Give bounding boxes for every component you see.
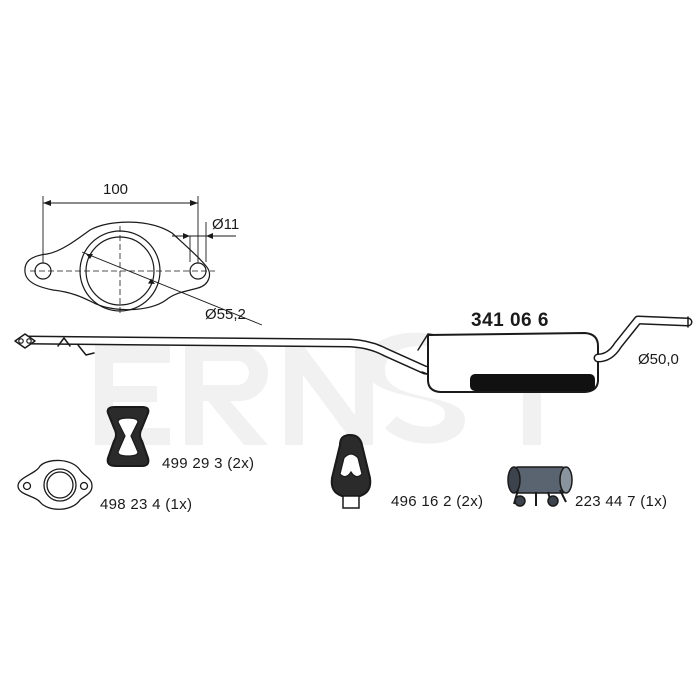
flange-hole-diameter: Ø11: [212, 216, 240, 233]
exhaust-system: [14, 315, 693, 393]
rubber-hanger-1: [106, 406, 150, 467]
muffler-shadow: [470, 374, 595, 391]
flange-bore-diameter: Ø55,2: [205, 306, 246, 323]
flange-width-dimension: 100: [103, 181, 129, 198]
gasket: [17, 459, 93, 510]
outlet-diameter: Ø50,0: [638, 351, 679, 368]
accessory-label-clamp: 223 44 7 (1x): [575, 493, 668, 510]
hanger-bracket-front: [57, 337, 95, 356]
pipe-clamp: [507, 466, 573, 507]
front-flange: [14, 333, 36, 349]
accessory-label-hanger-2: 496 16 2 (2x): [391, 493, 484, 510]
accessory-label-hanger-1: 499 29 3 (2x): [162, 455, 255, 472]
main-part-number: 341 06 6: [471, 310, 549, 331]
hole-dim-arrows: [183, 233, 213, 239]
flange-outline: [24, 221, 211, 311]
rubber-hanger-2: [330, 433, 372, 509]
accessory-label-gasket: 498 23 4 (1x): [100, 496, 193, 513]
flange-drawing: [24, 196, 263, 326]
bore-dim-arrows: [86, 254, 155, 284]
bore-dim-line: [81, 251, 263, 326]
